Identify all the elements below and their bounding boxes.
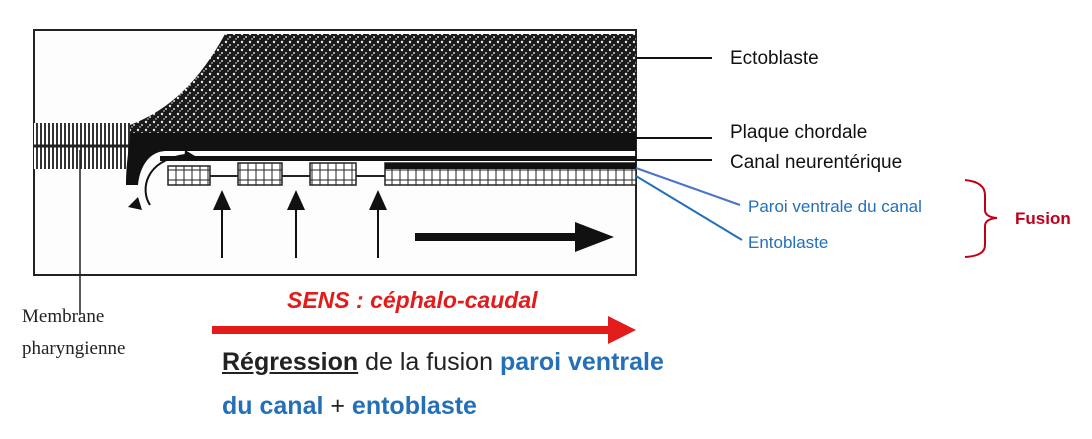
caption-paroi-ventrale-1: paroi ventrale xyxy=(499,348,664,376)
caption-regression: Régression xyxy=(222,348,359,376)
ventral-wall-segment xyxy=(167,165,211,186)
label-fusion: Fusion xyxy=(1015,209,1071,228)
caption-entoblaste: entoblaste xyxy=(351,392,477,420)
up-arrow xyxy=(213,190,231,258)
chordal-plate xyxy=(126,133,636,185)
neurenteric-canal-line xyxy=(160,156,636,161)
up-arrow xyxy=(287,190,305,258)
label-membrane-1: Membrane xyxy=(22,306,104,327)
label-canal-neurenterique: Canal neurentérique xyxy=(730,152,902,173)
sens-label: SENS : céphalo-caudal xyxy=(287,287,538,313)
up-arrow xyxy=(369,190,387,258)
direction-arrow xyxy=(415,222,614,252)
label-entoblaste: Entoblaste xyxy=(748,233,828,252)
fusion-brace xyxy=(964,179,998,258)
caption-plus: + xyxy=(323,392,352,420)
caption-de-la-fusion: de la fusion xyxy=(358,348,500,376)
regression-caption: Régression de la fusion paroi ventrale du… xyxy=(222,340,782,428)
label-ectoblaste: Ectoblaste xyxy=(730,48,819,69)
caption-paroi-ventrale-2: du canal xyxy=(222,392,324,420)
ectoblast-layer xyxy=(130,34,636,140)
label-plaque-chordale: Plaque chordale xyxy=(730,122,867,143)
label-paroi-ventrale: Paroi ventrale du canal xyxy=(748,197,922,216)
label-membrane-2: pharyngienne xyxy=(22,338,125,359)
ventral-wall-segment xyxy=(309,162,357,186)
sens-arrow xyxy=(212,316,636,344)
curved-arrow xyxy=(144,154,186,206)
ventral-wall-segment xyxy=(237,162,283,186)
